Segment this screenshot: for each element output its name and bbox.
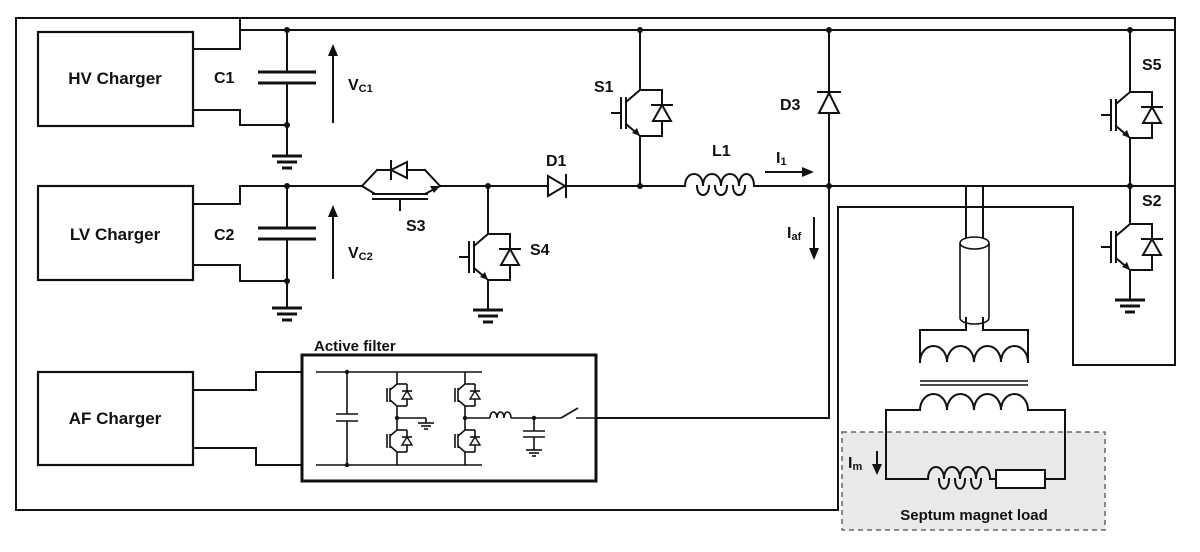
d1-diode — [547, 174, 567, 198]
active-filter-circuit — [316, 369, 596, 468]
vc2-label: VC2 — [348, 245, 373, 263]
s2-igbt — [1101, 211, 1163, 283]
iaf-label: Iaf — [787, 225, 802, 243]
lv-bus-wire — [192, 185, 363, 205]
load-inductor — [926, 466, 992, 481]
d1-label: D1 — [546, 153, 567, 170]
vc2-arrow — [328, 205, 338, 217]
coax-cable — [959, 243, 990, 318]
hv-charger-block — [36, 30, 195, 128]
hv-charger-label: HV Charger — [68, 69, 162, 88]
im-label: Im — [848, 455, 862, 473]
af-charger-label: AF Charger — [69, 409, 162, 428]
c1-label: C1 — [214, 70, 235, 87]
active-filter-label: Active filter — [314, 338, 396, 355]
s2-label: S2 — [1142, 193, 1162, 210]
s2-ground — [1113, 290, 1147, 314]
s5-igbt — [1101, 79, 1163, 151]
s1-label: S1 — [594, 79, 614, 96]
transformer-secondary — [918, 393, 1030, 412]
s3-switch — [360, 160, 442, 211]
c2-ground — [270, 298, 304, 322]
vc1-arrow — [328, 44, 338, 56]
s4-igbt — [459, 221, 521, 293]
af-charger-block — [36, 370, 195, 467]
s3-label: S3 — [406, 218, 426, 235]
hv-return-wire — [192, 109, 288, 126]
c1-ground — [270, 146, 304, 170]
c2-label: C2 — [214, 227, 235, 244]
vc1-label: VC1 — [348, 77, 373, 95]
septum-load-label: Septum magnet load — [900, 507, 1048, 524]
load-resistor — [995, 469, 1046, 489]
transformer-primary — [919, 329, 967, 363]
outer-return-wire — [15, 17, 1176, 511]
load-wire-left — [885, 409, 929, 480]
s5-label: S5 — [1142, 57, 1162, 74]
lv-charger-label: LV Charger — [70, 225, 161, 244]
af-charger-top-wire — [192, 371, 303, 391]
d3-label: D3 — [780, 97, 801, 114]
load-wire-right — [1027, 409, 1066, 480]
l1-inductor — [683, 173, 756, 188]
af-feed-wire — [596, 185, 830, 419]
l1-label: L1 — [712, 143, 731, 160]
s4-ground — [471, 300, 505, 324]
hv-bus-wire — [192, 29, 1176, 186]
d3-diode — [817, 90, 841, 114]
i1-label: I1 — [776, 150, 787, 168]
lv-charger-block — [36, 184, 195, 282]
lv-return-wire — [192, 264, 288, 282]
s4-label: S4 — [530, 242, 550, 259]
af-charger-bottom-wire — [192, 447, 303, 466]
s1-igbt — [611, 77, 673, 149]
